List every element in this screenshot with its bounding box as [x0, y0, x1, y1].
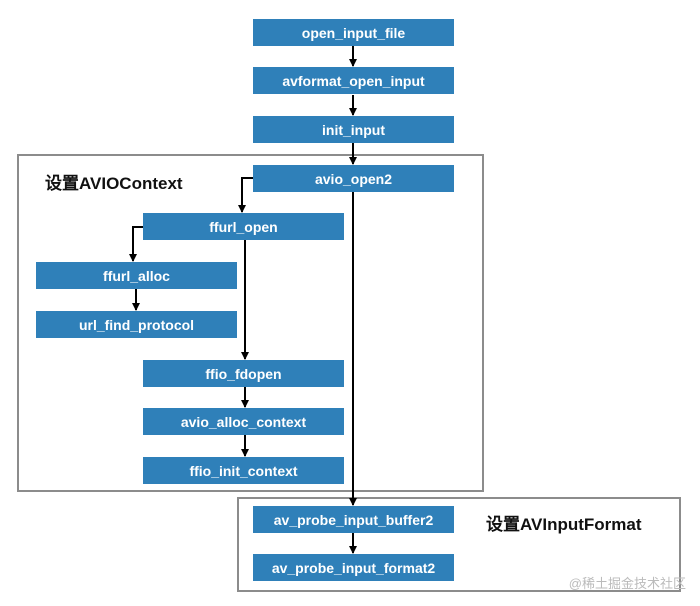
edge-ffurl-open-to-ffurl-alloc [129, 226, 143, 262]
node-av-probe-input-format2: av_probe_input_format2 [253, 554, 454, 581]
node-avio-open2: avio_open2 [253, 165, 454, 192]
node-av-probe-input-buffer2: av_probe_input_buffer2 [253, 506, 454, 533]
avio-context-group-label: 设置AVIOContext [45, 174, 183, 193]
av-input-format-group-label: 设置AVInputFormat [486, 515, 642, 534]
node-ffio-fdopen: ffio_fdopen [143, 360, 344, 387]
av-input-format-group [237, 497, 681, 592]
node-open-input-file: open_input_file [253, 19, 454, 46]
node-init-input: init_input [253, 116, 454, 143]
edge-avio-open2-to-ffurl-open [238, 177, 253, 213]
watermark: @稀土掘金技术社区 [568, 576, 686, 591]
node-url-find-protocol: url_find_protocol [36, 311, 237, 338]
node-ffurl-alloc: ffurl_alloc [36, 262, 237, 289]
node-avio-alloc-context: avio_alloc_context [143, 408, 344, 435]
avio-context-group [17, 154, 484, 492]
node-avformat-open-input: avformat_open_input [253, 67, 454, 94]
node-ffurl-open: ffurl_open [143, 213, 344, 240]
node-ffio-init-context: ffio_init_context [143, 457, 344, 484]
